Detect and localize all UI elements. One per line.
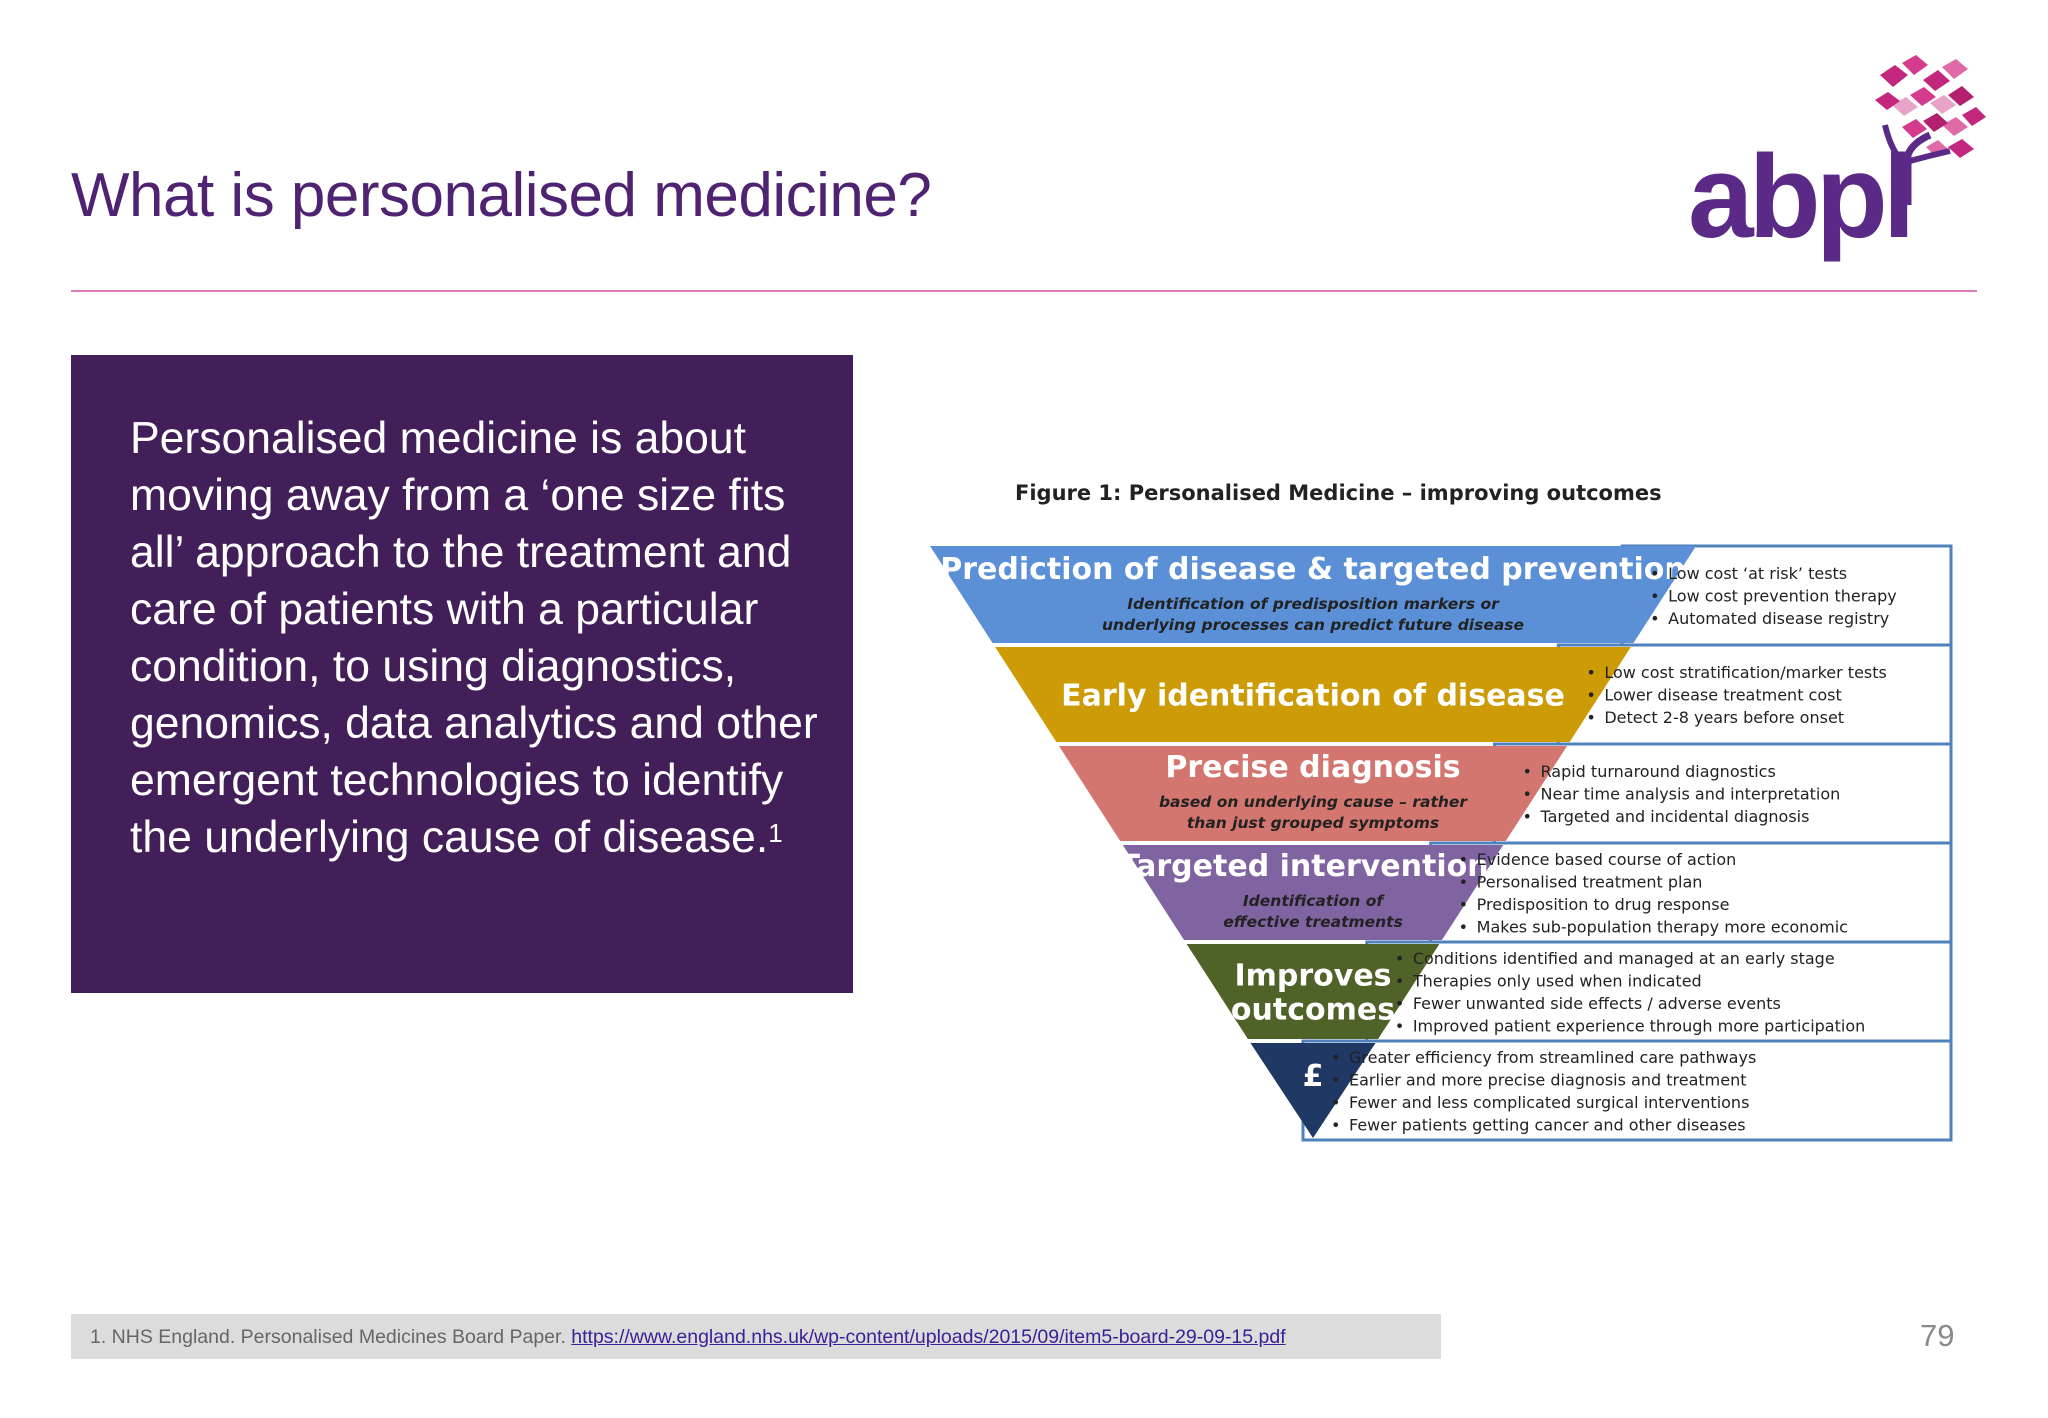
level-bullet: Improved patient experience through more… bbox=[1413, 1016, 1865, 1035]
logo-wordmark: abpl bbox=[1688, 131, 1916, 263]
slide-title: What is personalised medicine? bbox=[71, 161, 932, 230]
level-bullet-box bbox=[1429, 841, 1953, 944]
figure-caption: Figure 1: Personalised Medicine – improv… bbox=[1015, 481, 1662, 505]
level-heading: Improves bbox=[1234, 959, 1391, 994]
level-bullet: Fewer patients getting cancer and other … bbox=[1349, 1115, 1746, 1134]
level-bullet-box bbox=[1556, 643, 1953, 746]
level-band bbox=[1122, 845, 1504, 940]
level-heading: Precise diagnosis bbox=[1165, 750, 1460, 785]
bullet-marker: • bbox=[1650, 587, 1659, 606]
bullet-marker: • bbox=[1586, 708, 1595, 727]
level-bullet-box bbox=[1301, 1039, 1953, 1142]
level-bullet: Predisposition to drug response bbox=[1477, 895, 1730, 914]
bullet-marker: • bbox=[1459, 895, 1468, 914]
level-bullet-box bbox=[1493, 742, 1953, 845]
level-heading: Early identification of disease bbox=[1061, 679, 1565, 714]
figure-level: Prediction of disease & targeted prevent… bbox=[930, 544, 1953, 647]
bullet-marker: • bbox=[1586, 686, 1595, 705]
level-bullet: Personalised treatment plan bbox=[1477, 872, 1703, 891]
bullet-marker: • bbox=[1395, 1016, 1404, 1035]
bullet-marker: • bbox=[1523, 762, 1532, 781]
bullet-marker: • bbox=[1331, 1070, 1340, 1089]
level-bullet: Low cost prevention therapy bbox=[1668, 587, 1897, 606]
level-bullet: Low cost ‘at risk’ tests bbox=[1668, 564, 1847, 583]
level-heading: Targeted interventions bbox=[1120, 849, 1507, 884]
level-heading: outcomes bbox=[1231, 993, 1395, 1028]
level-band bbox=[1058, 746, 1568, 841]
footnote-link[interactable]: https://www.england.nhs.uk/wp-content/up… bbox=[571, 1326, 1286, 1348]
bullet-marker: • bbox=[1395, 994, 1404, 1013]
figure-level: Early identification of disease • Low cost… bbox=[995, 643, 1953, 746]
level-subtext: Identification of predisposition markers… bbox=[1127, 595, 1500, 613]
definition-box bbox=[71, 355, 853, 993]
level-bullet: Automated disease registry bbox=[1668, 609, 1889, 628]
definition-body: Personalised medicine is about moving aw… bbox=[130, 414, 818, 862]
definition-text: Personalised medicine is about moving aw… bbox=[130, 410, 850, 866]
bullet-marker: • bbox=[1650, 609, 1659, 628]
bullet-marker: • bbox=[1650, 564, 1659, 583]
abpi-logo bbox=[1875, 55, 1986, 205]
bullet-marker: • bbox=[1586, 663, 1595, 682]
level-bullet: Fewer and less complicated surgical inte… bbox=[1349, 1093, 1749, 1112]
level-subtext: based on underlying cause – rather bbox=[1159, 793, 1468, 811]
page-number: 79 bbox=[1920, 1318, 1955, 1353]
bullet-marker: • bbox=[1523, 785, 1532, 804]
bullet-marker: • bbox=[1331, 1093, 1340, 1112]
level-bullet: Lower disease treatment cost bbox=[1604, 686, 1841, 705]
footnote-bar bbox=[71, 1314, 1441, 1359]
level-band bbox=[1186, 944, 1440, 1039]
level-heading: £ bbox=[1303, 1059, 1324, 1094]
bullet-marker: • bbox=[1459, 850, 1468, 869]
level-bullet: Conditions identified and managed at an … bbox=[1413, 949, 1835, 968]
level-bullet: Makes sub-population therapy more econom… bbox=[1477, 917, 1848, 936]
bullet-marker: • bbox=[1395, 949, 1404, 968]
level-subtext: than just grouped symptoms bbox=[1187, 814, 1439, 832]
level-bullet: Evidence based course of action bbox=[1477, 850, 1737, 869]
bullet-marker: • bbox=[1331, 1048, 1340, 1067]
level-bullet: Low cost stratification/marker tests bbox=[1604, 663, 1887, 682]
level-bullet: Earlier and more precise diagnosis and t… bbox=[1349, 1070, 1747, 1089]
bullet-marker: • bbox=[1331, 1115, 1340, 1134]
level-bullet: Greater efficiency from streamlined care… bbox=[1349, 1048, 1756, 1067]
level-band bbox=[995, 647, 1631, 742]
level-bullet: Near time analysis and interpretation bbox=[1541, 785, 1841, 804]
bullet-marker: • bbox=[1459, 917, 1468, 936]
figure-level: £ • Greater efficiency from streamlined ca… bbox=[1250, 1039, 1953, 1142]
level-bullet: Detect 2-8 years before onset bbox=[1604, 708, 1844, 727]
bullet-marker: • bbox=[1523, 807, 1532, 826]
definition-citation: 1 bbox=[768, 818, 783, 848]
level-subtext: underlying processes can predict future … bbox=[1102, 616, 1524, 634]
footnote-text: 1. NHS England. Personalised Medicines B… bbox=[90, 1326, 566, 1348]
level-subtext: Identification of bbox=[1243, 892, 1385, 910]
level-bullet: Therapies only used when indicated bbox=[1412, 971, 1702, 990]
figure-levels: Prediction of disease & targeted prevent… bbox=[930, 544, 1953, 1142]
bullet-marker: • bbox=[1459, 872, 1468, 891]
figure-level: Precise diagnosis based on underlying cau… bbox=[1058, 742, 1953, 845]
level-bullet-box bbox=[1365, 940, 1953, 1043]
level-subtext: effective treatments bbox=[1223, 913, 1403, 931]
level-bullet: Rapid turnaround diagnostics bbox=[1541, 762, 1776, 781]
title-divider bbox=[71, 290, 1977, 292]
personalised-medicine-figure: Figure 1: Personalised Medicine – improv… bbox=[930, 481, 1953, 1142]
level-heading: Prediction of disease & targeted prevent… bbox=[940, 552, 1686, 587]
level-bullet: Targeted and incidental diagnosis bbox=[1540, 807, 1810, 826]
logo-tree-icon bbox=[1875, 55, 1986, 205]
level-band bbox=[1250, 1043, 1376, 1138]
bullet-marker: • bbox=[1395, 971, 1404, 990]
level-bullet: Fewer unwanted side effects / adverse ev… bbox=[1413, 994, 1781, 1013]
footnote: 1. NHS England. Personalised Medicines B… bbox=[90, 1326, 1286, 1349]
level-band bbox=[930, 546, 1696, 643]
